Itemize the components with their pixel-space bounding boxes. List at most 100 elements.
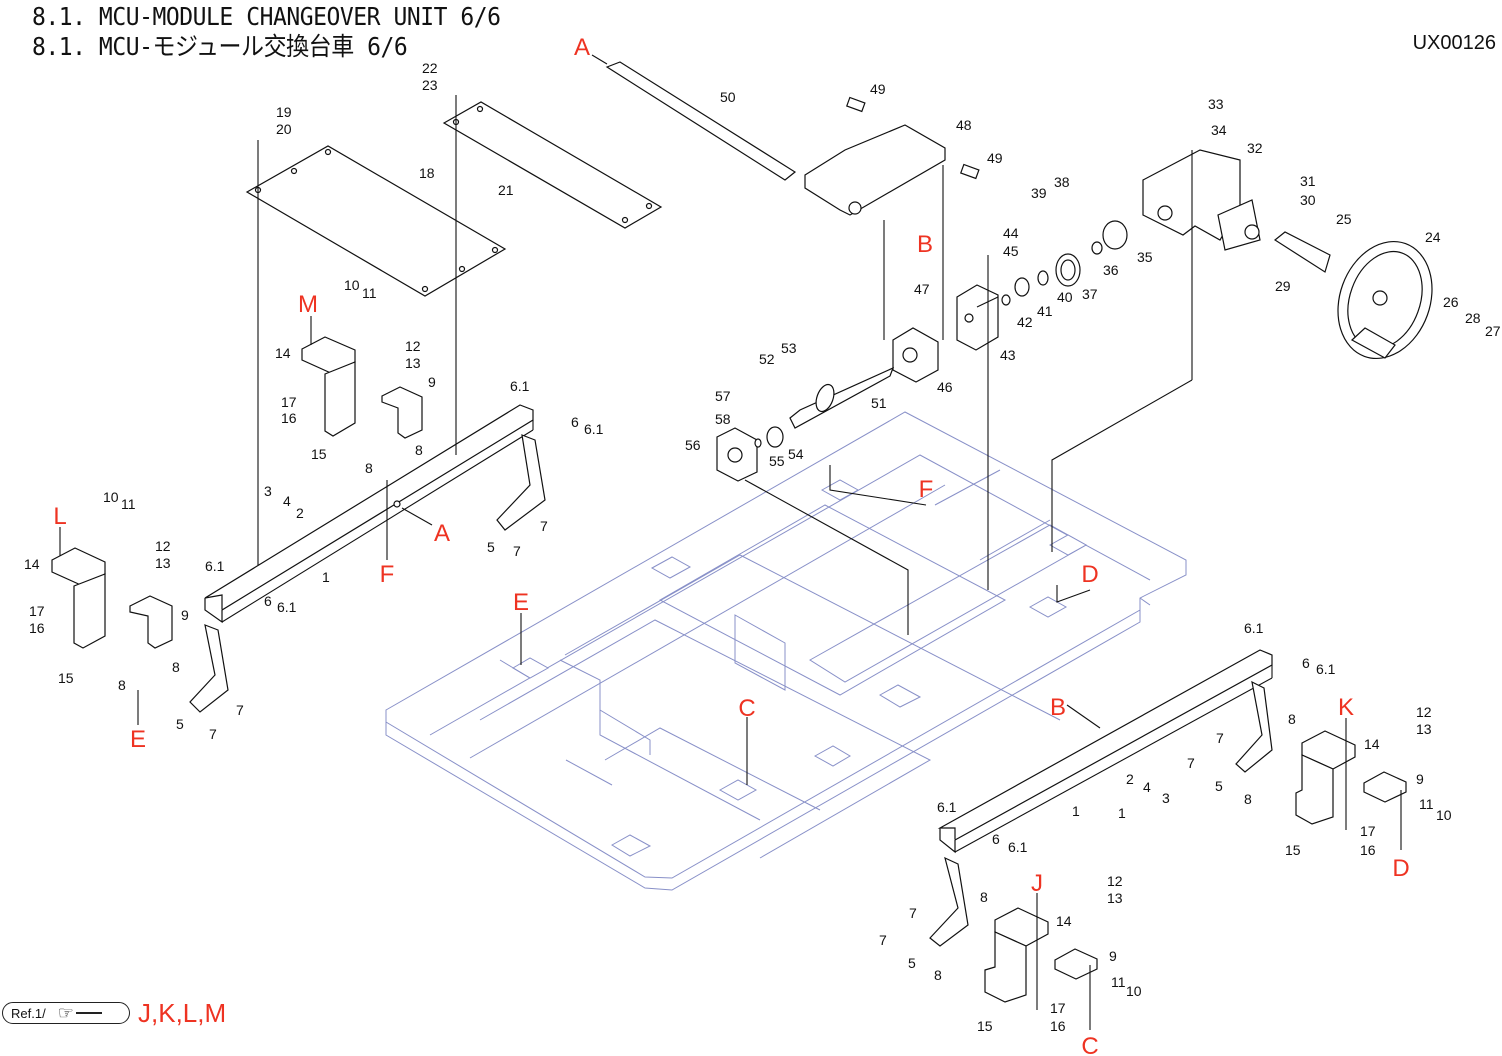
reference-letter-A-bar: A <box>434 520 450 547</box>
reference-callout[interactable]: Ref.1/ ☞ <box>2 1002 130 1024</box>
reference-letter-F-bar: F <box>380 561 395 588</box>
reference-letter-K: K <box>1338 694 1354 721</box>
part-number-label: 54 <box>788 446 804 462</box>
page-title: 8.1. MCU-MODULE CHANGEOVER UNIT 6/6 <box>32 2 501 31</box>
reference-letter-D-frame: D <box>1081 561 1098 588</box>
part-number-label: 29 <box>1275 278 1291 294</box>
part-number-label: 6.1 <box>1316 661 1336 677</box>
part-number-label: 58 <box>715 411 731 427</box>
handwheel-24 <box>1337 240 1433 360</box>
reference-prefix: Ref.1/ <box>11 1005 46 1021</box>
part-number-label: 12 <box>405 338 421 354</box>
part-number-label: 9 <box>428 374 436 390</box>
part-number-label: 7 <box>879 932 887 948</box>
part-number-label: 35 <box>1137 249 1153 265</box>
part-number-label: 6 <box>992 831 1000 847</box>
part-number-label: 6.1 <box>1244 620 1264 636</box>
part-number-label: 8 <box>934 967 942 983</box>
part-number-label: 10 <box>1436 807 1452 823</box>
part-number-label: 53 <box>781 340 797 356</box>
part-number-label: 45 <box>1003 243 1019 259</box>
ball-screw-51 <box>789 366 895 429</box>
bracket-9-J <box>1054 948 1098 980</box>
reference-letter-M: M <box>298 291 318 318</box>
reference-letter-A-top: A <box>574 34 590 61</box>
base-frame <box>385 411 1187 891</box>
part-number-label: 49 <box>987 150 1003 166</box>
part-number-label: 47 <box>914 281 930 297</box>
collar-37 <box>1055 253 1081 287</box>
part-number-label: 20 <box>276 121 292 137</box>
part-number-label: 41 <box>1037 303 1053 319</box>
part-number-label: 1 <box>1118 805 1126 821</box>
part-number-label: 32 <box>1247 140 1263 156</box>
reference-targets[interactable]: J,K,L,M <box>138 998 227 1028</box>
reference-letter-B-bar: B <box>1050 694 1066 721</box>
part-number-label: 6.1 <box>937 799 957 815</box>
part-number-label: 10 <box>103 489 119 505</box>
part-number-label: 8 <box>415 442 423 458</box>
part-number-label: 8 <box>1244 791 1252 807</box>
part-number-label: 6.1 <box>1008 839 1028 855</box>
part-number-label: 30 <box>1300 192 1316 208</box>
cover-plate-21 <box>442 101 663 229</box>
part-number-label: 14 <box>1056 913 1072 929</box>
part-number-label: 16 <box>29 620 45 636</box>
part-number-label: 17 <box>29 603 45 619</box>
part-number-label: 6.1 <box>510 378 530 394</box>
bracket-48 <box>804 96 980 216</box>
part-number-label: 11 <box>121 496 136 512</box>
part-number-label: 6.1 <box>205 558 225 574</box>
part-number-label: 14 <box>1364 736 1380 752</box>
part-number-label: 2 <box>296 505 304 521</box>
part-number-label: 38 <box>1054 174 1070 190</box>
part-number-label: 8 <box>172 659 180 675</box>
part-number-label: 8 <box>980 889 988 905</box>
part-number-label: 56 <box>685 437 701 453</box>
part-number-label: 16 <box>1360 842 1376 858</box>
part-number-label: 13 <box>155 555 171 571</box>
part-number-label: 40 <box>1057 289 1073 305</box>
part-number-label: 5 <box>487 539 495 555</box>
part-number-label: 7 <box>1216 730 1224 746</box>
page-title-japanese: 8.1. MCU-モジュール交換台車 6/6 <box>32 32 408 61</box>
part-number-label: 6 <box>264 593 272 609</box>
holder-14-L <box>51 547 106 649</box>
bracket-9-M <box>381 386 423 439</box>
part-number-label: 12 <box>1107 873 1123 889</box>
part-number-label: 28 <box>1465 310 1481 326</box>
part-number-label: 4 <box>1143 779 1151 795</box>
reference-letter-B-top: B <box>917 231 933 258</box>
reference-letter-L: L <box>53 503 66 530</box>
part-number-label: 6.1 <box>584 421 604 437</box>
reference-letter-F-frame: F <box>919 476 934 503</box>
cover-plate-18 <box>245 145 507 297</box>
coupling-35 <box>1102 220 1128 250</box>
ring-54 <box>754 426 784 448</box>
part-number-label: 14 <box>24 556 40 572</box>
part-number-label: 25 <box>1336 211 1352 227</box>
reference-letter-J: J <box>1031 870 1043 897</box>
part-number-label: 6 <box>571 414 579 430</box>
part-number-label: 3 <box>264 483 272 499</box>
arm-5-left <box>189 624 229 713</box>
rail-1-lower <box>929 649 1273 947</box>
part-number-label: 11 <box>1111 974 1126 990</box>
part-number-label: 6.1 <box>277 599 297 615</box>
reference-letter-C-frame: C <box>738 695 755 722</box>
pointing-hand-icon: ☞ <box>57 1003 74 1023</box>
part-number-label: 15 <box>977 1018 993 1034</box>
part-number-label: 9 <box>1109 948 1117 964</box>
part-number-label: 10 <box>1126 983 1142 999</box>
part-number-label: 2 <box>1126 771 1134 787</box>
part-number-label: 52 <box>759 351 775 367</box>
part-number-label: 27 <box>1485 323 1501 339</box>
part-number-label: 43 <box>1000 347 1016 363</box>
part-number-label: 17 <box>281 394 297 410</box>
part-number-label: 9 <box>181 607 189 623</box>
part-number-label: 46 <box>937 379 953 395</box>
gearbox-32 <box>1142 149 1261 251</box>
part-number-label: 6 <box>1302 655 1310 671</box>
part-number-label: 7 <box>209 726 217 742</box>
